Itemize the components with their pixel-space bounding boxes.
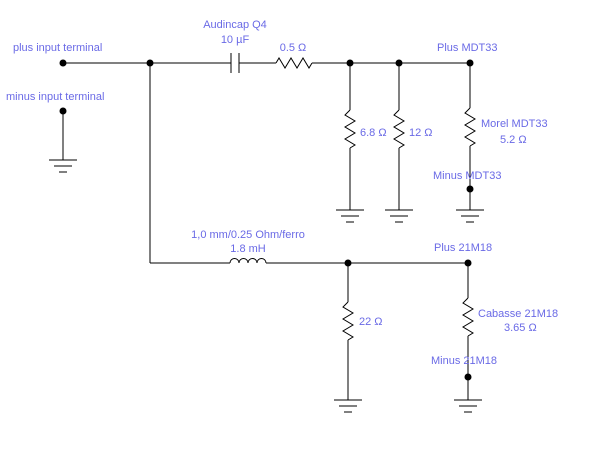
wires <box>62 62 471 400</box>
junction-node <box>344 259 352 267</box>
resistor-12-label: 12 Ω <box>409 127 433 139</box>
plus-input-label: plus input terminal <box>13 42 102 54</box>
cabasse-value-label: 3.65 Ω <box>504 322 537 334</box>
resistor-22-label: 22 Ω <box>359 316 383 328</box>
resistor-12-ohm <box>393 109 405 149</box>
resistor-6-8-label: 6.8 Ω <box>360 127 387 139</box>
ground-symbol-6-8 <box>336 209 364 223</box>
junction-node <box>395 59 403 67</box>
minus-21m18-node <box>464 373 472 381</box>
resistor-6-8-ohm <box>344 109 356 149</box>
inductor-name-label: 1,0 mm/0.25 Ohm/ferro <box>191 229 305 241</box>
morel-value-label: 5.2 Ω <box>500 134 527 146</box>
junction-node <box>146 59 154 67</box>
minus-mdt33-label: Minus MDT33 <box>433 170 501 182</box>
morel-name-label: Morel MDT33 <box>481 118 548 130</box>
ground-symbol-input <box>49 159 77 173</box>
plus-21m18-label: Plus 21M18 <box>434 242 492 254</box>
junction-node <box>346 59 354 67</box>
series-resistor-label: 0.5 Ω <box>280 42 307 54</box>
capacitor-value-label: 10 µF <box>221 34 250 46</box>
capacitor-audincap <box>230 53 240 73</box>
capacitor-name-label: Audincap Q4 <box>203 19 267 31</box>
minus-input-terminal-node <box>59 107 67 115</box>
ground-symbol-21m18 <box>454 399 482 413</box>
ground-symbol-12 <box>385 209 413 223</box>
ground-symbol-mdt33 <box>456 209 484 223</box>
ground-symbol-22 <box>334 399 362 413</box>
minus-21m18-label: Minus 21M18 <box>431 355 497 367</box>
cabasse-name-label: Cabasse 21M18 <box>478 308 558 320</box>
plus-mdt33-node <box>466 59 474 67</box>
plus-mdt33-label: Plus MDT33 <box>437 42 498 54</box>
inductor-value-label: 1.8 mH <box>230 243 266 255</box>
inductor-1-8-mh <box>229 258 267 264</box>
resistor-22-ohm <box>342 301 354 341</box>
plus-input-terminal-node <box>59 59 67 67</box>
resistor-0-5-ohm <box>275 57 313 69</box>
minus-mdt33-node <box>466 185 474 193</box>
minus-input-label: minus input terminal <box>6 91 104 103</box>
plus-21m18-node <box>464 259 472 267</box>
speaker-morel-mdt33 <box>464 107 476 147</box>
speaker-cabasse-21m18 <box>462 297 474 337</box>
